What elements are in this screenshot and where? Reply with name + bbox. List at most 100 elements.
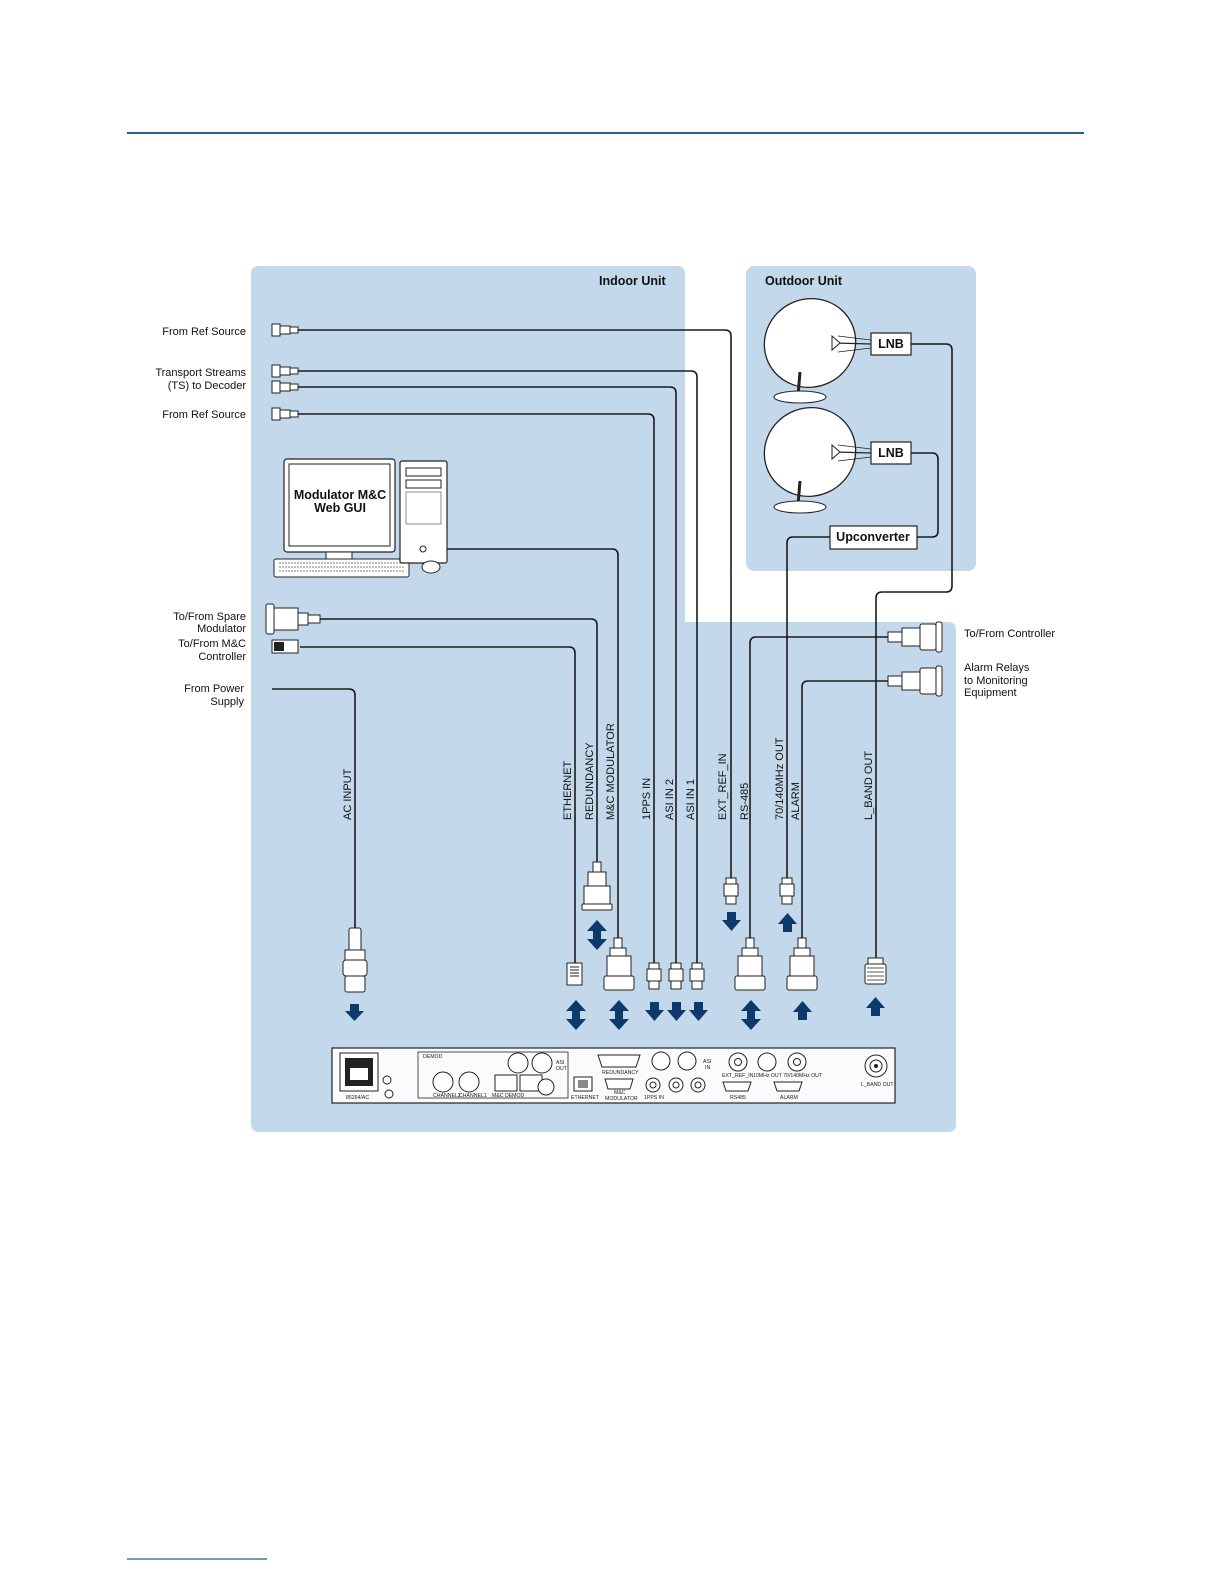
panel-rs485-label: RS485 bbox=[730, 1095, 746, 1101]
port-label-ac-input: AC INPUT bbox=[342, 768, 354, 820]
upconverter-label: Upconverter bbox=[836, 530, 910, 544]
lnb-1-box bbox=[870, 332, 912, 356]
plug-alarm bbox=[786, 937, 818, 991]
label-spare-line2: Modulator bbox=[197, 623, 246, 635]
plug-ac-input bbox=[342, 927, 368, 993]
panel-ethernet-label: ETHERNET bbox=[571, 1095, 600, 1101]
port-label-mc-modulator: M&C MODULATOR bbox=[605, 723, 617, 820]
panel-ext-ref-label: EXT_REF_IN bbox=[722, 1073, 754, 1079]
panel-mc-demod-label: M&C DEMOD bbox=[492, 1093, 525, 1099]
panel-asi-out2-label: OUT bbox=[556, 1066, 568, 1072]
bnc-ref-source-1 bbox=[271, 323, 299, 337]
arrow-down-ext-ref bbox=[722, 912, 741, 931]
cable-alarm bbox=[801, 680, 888, 940]
port-label-asi-in-1: ASI IN 1 bbox=[685, 779, 697, 820]
label-mc-line2: Controller bbox=[198, 651, 246, 663]
panel-psu-label: 85264/AC bbox=[346, 1095, 369, 1101]
arrow-up-lband bbox=[866, 997, 885, 1016]
plug-ext-ref-in bbox=[723, 877, 739, 905]
cable-asi-in-2 bbox=[298, 386, 677, 965]
lnb-1-label: LNB bbox=[878, 337, 904, 351]
panel-alarm-label: ALARM bbox=[780, 1095, 798, 1101]
plug-if-out bbox=[779, 877, 795, 905]
label-alarm-line3: Equipment bbox=[964, 687, 1017, 699]
panel-channel2-label: CHANNEL2 bbox=[433, 1093, 461, 1099]
label-mc-line1: To/From M&C bbox=[178, 638, 246, 650]
plug-redundancy bbox=[581, 861, 613, 911]
plug-asi-in-1 bbox=[689, 962, 705, 990]
plug-asi-in-2 bbox=[668, 962, 684, 990]
cable-ac-input bbox=[272, 688, 356, 930]
direction-arrows bbox=[345, 912, 885, 1030]
cable-redundancy bbox=[320, 618, 598, 865]
rear-panel: 85264/AC DEMOD CHANNEL2 CHANNEL1 M&C DEM… bbox=[331, 1047, 896, 1104]
indoor-unit-title: Indoor Unit bbox=[599, 274, 666, 288]
cable-1pps bbox=[298, 413, 655, 965]
panel-1pps-label: 1PPS IN bbox=[644, 1095, 664, 1101]
arrow-down-ac bbox=[345, 1004, 364, 1021]
computer-workstation: Modulator M&C Web GUI bbox=[273, 458, 448, 578]
upconverter-box bbox=[829, 525, 918, 550]
port-label-l-band-out: L_BAND OUT bbox=[863, 751, 875, 820]
dsub-alarm-relays bbox=[887, 665, 943, 697]
arrow-bidir-redundancy bbox=[587, 920, 607, 950]
mouse bbox=[421, 560, 441, 574]
keyboard bbox=[273, 558, 410, 578]
arrow-bidir-rs485 bbox=[741, 1000, 761, 1030]
port-label-if-out: 70/140MHz OUT bbox=[774, 737, 786, 820]
port-label-rs485: RS-485 bbox=[739, 783, 751, 820]
label-power-line2: Supply bbox=[210, 696, 244, 708]
bnc-ts-2 bbox=[271, 380, 299, 394]
cable-ethernet bbox=[300, 646, 576, 965]
plug-l-band-out bbox=[864, 957, 887, 985]
label-transport-line2: (TS) to Decoder bbox=[168, 380, 247, 392]
plug-mc-modulator bbox=[603, 937, 635, 991]
satellite-dish-1 bbox=[763, 297, 872, 404]
plug-1pps-in bbox=[646, 962, 662, 990]
label-power-line1: From Power bbox=[184, 683, 244, 695]
panel-l-band-label: L_BAND OUT bbox=[861, 1082, 894, 1088]
label-controller: To/From Controller bbox=[964, 628, 1055, 640]
rj45-mc-controller bbox=[271, 639, 299, 654]
arrow-down-asi-1 bbox=[689, 1002, 708, 1021]
port-label-ethernet: ETHERNET bbox=[562, 760, 574, 820]
panel-mc-modulator-2: MODULATOR bbox=[605, 1096, 638, 1102]
panel-channel1-label: CHANNEL1 bbox=[459, 1093, 487, 1099]
cable-ext-ref bbox=[298, 329, 732, 880]
arrow-down-1pps bbox=[645, 1002, 664, 1021]
panel-asi-in2-label: IN bbox=[705, 1065, 710, 1071]
ground-terminal bbox=[382, 1075, 392, 1085]
arrow-up-if-out bbox=[778, 913, 797, 932]
label-alarm-line1: Alarm Relays bbox=[964, 662, 1030, 674]
lnb-2-label: LNB bbox=[878, 446, 904, 460]
satellite-dish-2 bbox=[763, 406, 872, 514]
screen-text-line2: Web GUI bbox=[314, 501, 366, 515]
label-ref-source-2: From Ref Source bbox=[162, 409, 246, 421]
screen-text-line1: Modulator M&C bbox=[294, 488, 386, 502]
port-label-asi-in-2: ASI IN 2 bbox=[664, 779, 676, 820]
panel-if-out-label: 10MHz OUT 70/140MHz OUT bbox=[753, 1073, 823, 1079]
cable-rs485 bbox=[749, 636, 888, 940]
cable-lband bbox=[875, 343, 953, 960]
panel-mc-modulator-1: M&C bbox=[614, 1090, 626, 1096]
port-label-alarm: ALARM bbox=[790, 782, 802, 820]
bnc-ref-source-2 bbox=[271, 407, 299, 421]
dsub-controller bbox=[887, 621, 943, 653]
port-label-1pps-in: 1PPS IN bbox=[641, 778, 653, 820]
cable-asi-in-1 bbox=[298, 370, 698, 965]
label-ref-source-1: From Ref Source bbox=[162, 326, 246, 338]
arrow-bidir-mc-modulator bbox=[609, 1000, 629, 1030]
outdoor-unit-title: Outdoor Unit bbox=[765, 274, 843, 288]
panel-redundancy-label: REDUNDANCY bbox=[602, 1070, 639, 1076]
panel-asi-in-label: ASI bbox=[703, 1059, 711, 1065]
port-labels: AC INPUT ETHERNET REDUNDANCY M&C MODULAT… bbox=[342, 723, 875, 820]
cable-end-connectors bbox=[342, 861, 887, 993]
cables bbox=[272, 329, 953, 965]
label-alarm-line2: to Monitoring bbox=[964, 675, 1028, 687]
arrow-up-alarm bbox=[793, 1001, 812, 1020]
demod-module bbox=[417, 1051, 569, 1099]
bnc-connectors-left bbox=[265, 323, 321, 654]
port-label-ext-ref-in: EXT_REF_IN bbox=[717, 753, 729, 820]
cable-lnb2-upconverter bbox=[911, 452, 939, 538]
